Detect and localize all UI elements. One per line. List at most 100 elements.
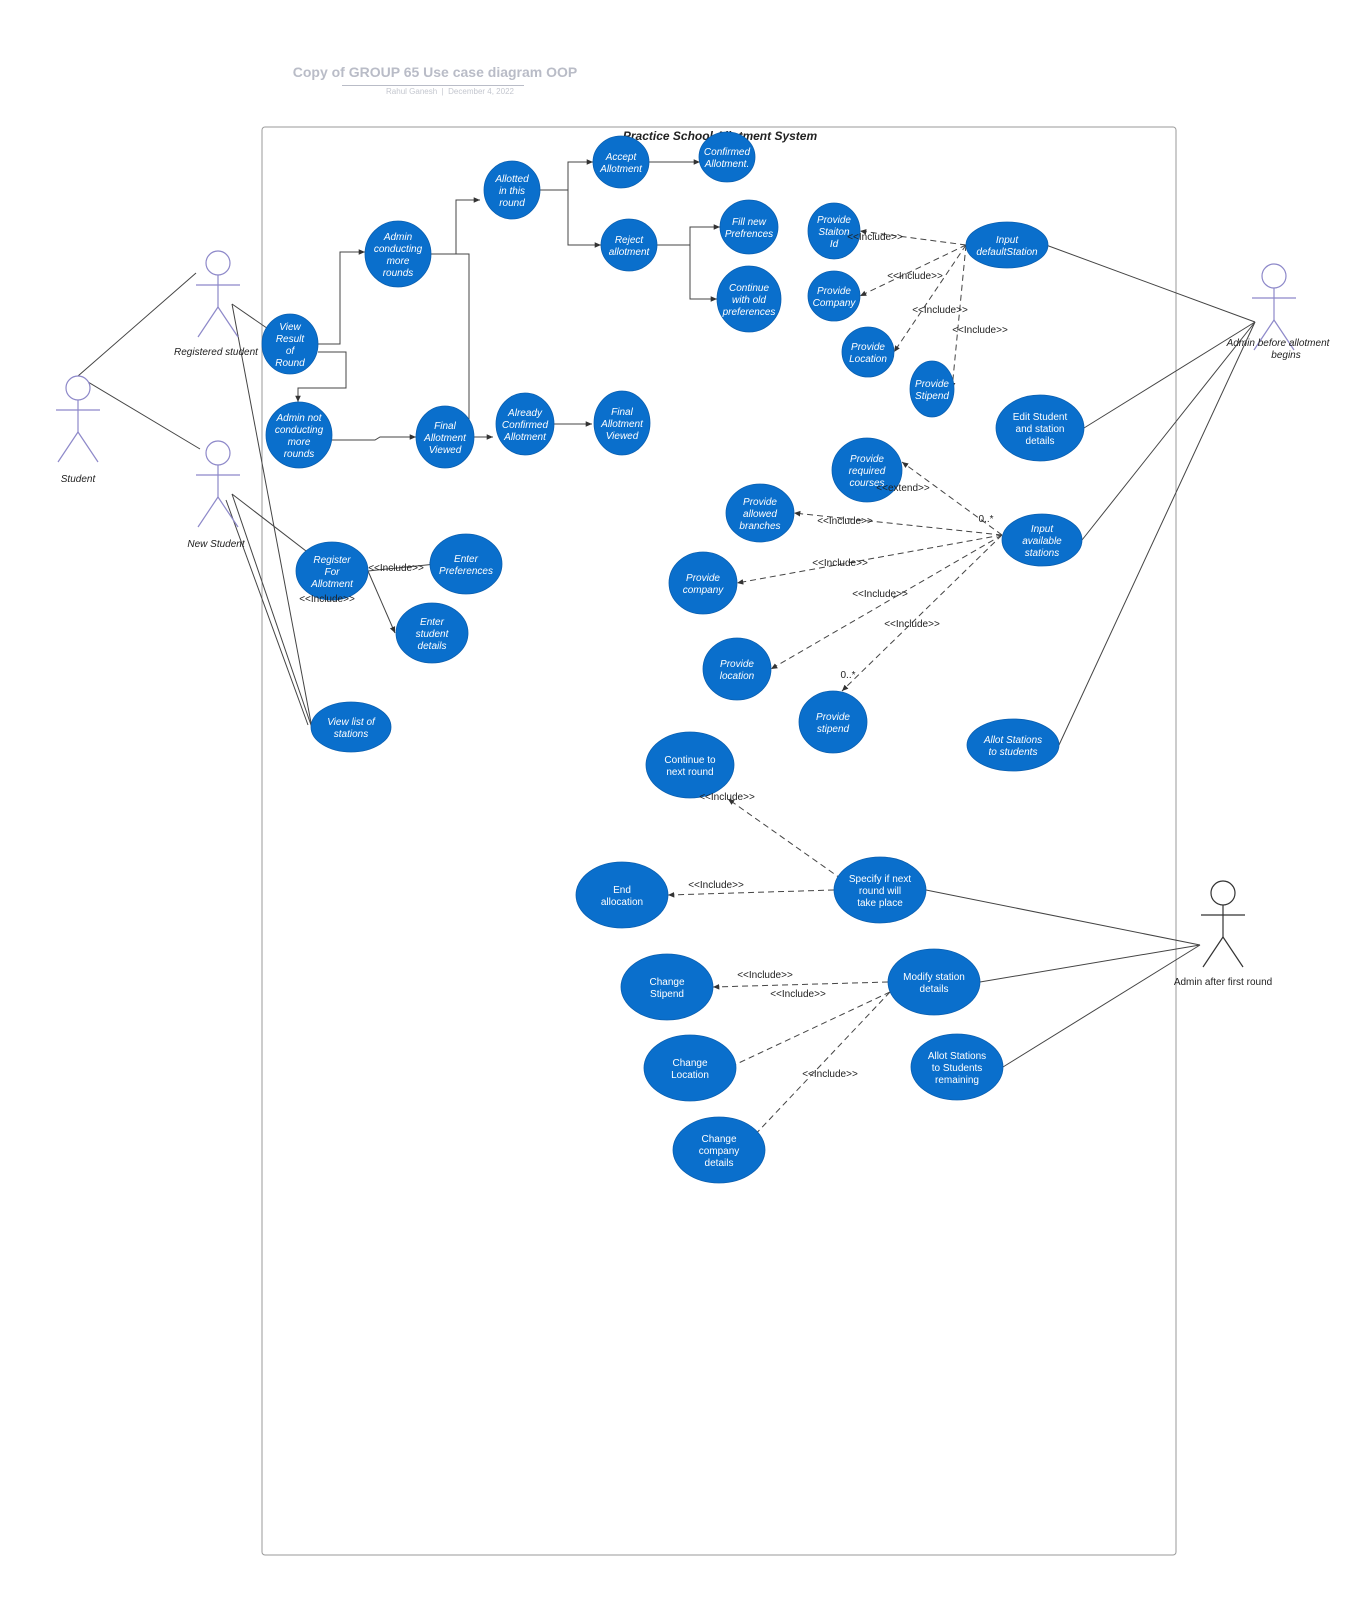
usecase-ellipse (909, 360, 955, 418)
include-label: <<Include>> (770, 989, 826, 1000)
usecase-ellipse (833, 856, 927, 924)
usecase-ellipse (310, 701, 392, 753)
usecase-ellipse (841, 326, 895, 378)
actor-right-leg (1273, 319, 1295, 351)
usecase-ellipse (966, 718, 1060, 772)
include-arrow (727, 991, 891, 1069)
include-label: <<Include>> (884, 619, 940, 630)
system-boundary (261, 126, 1177, 1556)
usecase-ellipse (831, 437, 903, 503)
usecase-ellipse (995, 394, 1085, 462)
usecase-ellipse (910, 1033, 1004, 1101)
include-label: <<Include>> (887, 271, 943, 282)
flow-arrow (367, 570, 396, 634)
usecase-ellipse (295, 541, 369, 601)
include-label: <<Include>> (952, 325, 1008, 336)
include-label: <<Include>> (852, 589, 908, 600)
include-arrow (859, 229, 967, 246)
include-label: <<Include>> (817, 516, 873, 527)
usecase-ellipse (265, 401, 333, 469)
actor-label: New Student (187, 539, 245, 550)
include-label: <<Include>> (802, 1069, 858, 1080)
meta-separator: | (439, 87, 449, 96)
flow-arrow (689, 245, 717, 302)
extend-label: <<extend>> (876, 483, 930, 494)
multiplicity-label: 0..* (978, 514, 993, 525)
actor-head (65, 375, 91, 401)
document-header: Copy of GROUP 65 Use case diagram OOP Ra… (0, 0, 1356, 110)
actor-left-leg (57, 431, 79, 463)
document-title: Copy of GROUP 65 Use case diagram OOP (292, 64, 578, 80)
usecase-ellipse (620, 953, 714, 1021)
association-line (925, 889, 1201, 946)
usecase-ellipse (415, 405, 475, 469)
title-underline (342, 85, 524, 86)
include-label: <<Include>> (737, 970, 793, 981)
usecase-ellipse (716, 265, 782, 333)
actor-left-leg (197, 306, 219, 338)
usecase-ellipse (719, 199, 779, 255)
include-label: <<Include>> (847, 232, 903, 243)
actor-left-leg (197, 496, 219, 528)
association-line (1002, 944, 1201, 1068)
usecase-ellipse (887, 948, 981, 1016)
actor-right-leg (1222, 936, 1244, 968)
include-arrow (736, 534, 1003, 585)
usecase-ellipse (592, 135, 650, 189)
association-line (979, 944, 1201, 983)
association-line (225, 499, 309, 726)
association-line (1058, 321, 1256, 746)
